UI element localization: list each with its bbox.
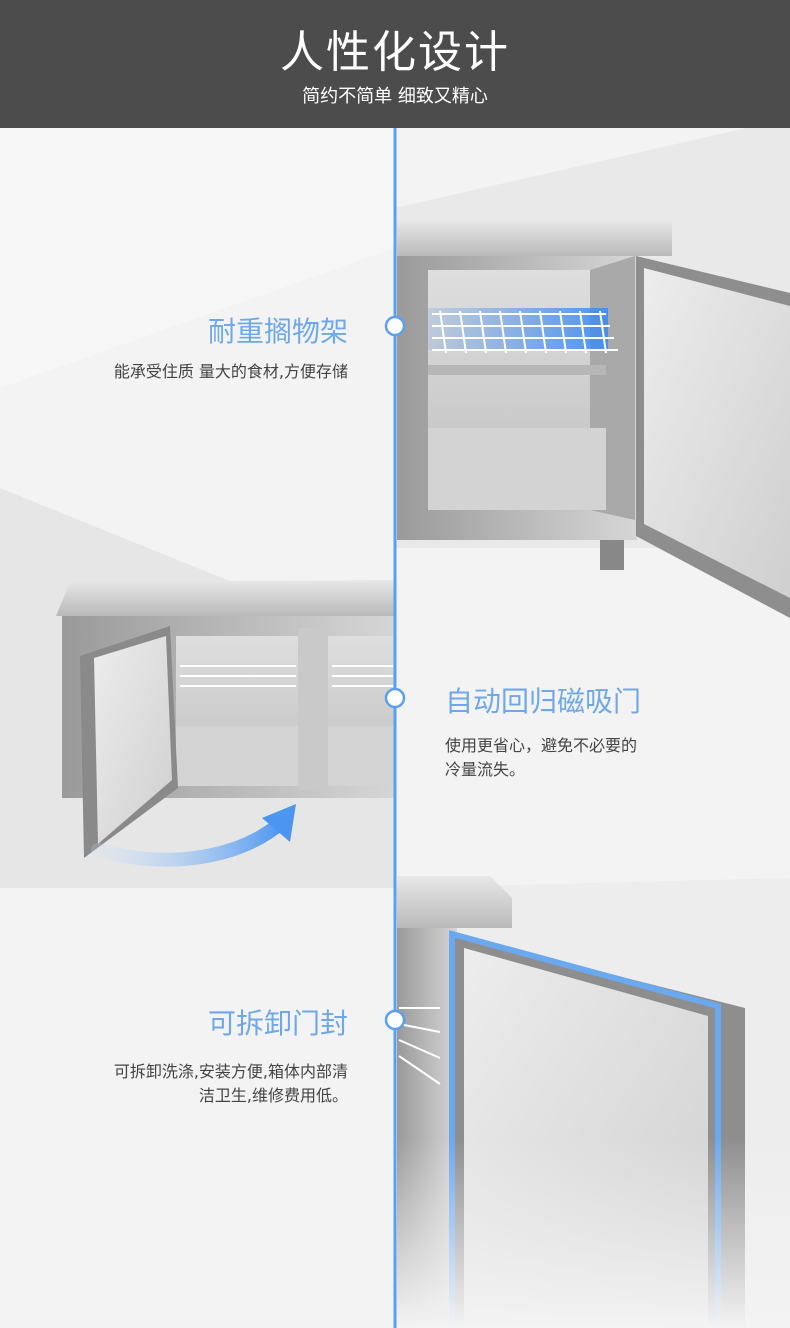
desc-line: 使用更省心，避免不必要的 bbox=[445, 736, 638, 755]
feature-title-magnetic-door: 自动回归磁吸门 bbox=[445, 685, 642, 718]
desc-line: 可拆卸洗涤,安装方便,箱体内部清 bbox=[113, 1062, 348, 1081]
feature-title-door-seal: 可拆卸门封 bbox=[207, 1007, 348, 1040]
page-subtitle: 简约不简单 细致又精心 bbox=[302, 86, 488, 107]
feature-desc-magnetic-door: 使用更省心，避免不必要的 冷量流失。 bbox=[445, 734, 765, 782]
showcase-illustration bbox=[0, 128, 790, 1328]
desc-line: 能承受住质 量大的食材,方便存储 bbox=[113, 362, 348, 381]
fridge-door-seal bbox=[397, 876, 790, 1328]
fridge-double-door bbox=[56, 580, 395, 867]
timeline-dot bbox=[384, 687, 406, 709]
feature-desc-door-seal: 可拆卸洗涤,安装方便,箱体内部清 洁卫生,维修费用低。 bbox=[28, 1060, 348, 1108]
timeline-dot bbox=[384, 1009, 406, 1031]
bg-plane bbox=[0, 128, 395, 388]
desc-line: 冷量流失。 bbox=[445, 760, 526, 779]
product-showcase: 耐重搁物架 能承受住质 量大的食材,方便存储 自动回归磁吸门 使用更省心，避免不… bbox=[0, 128, 790, 1328]
page-title: 人性化设计 bbox=[280, 27, 510, 78]
feature-title-shelf: 耐重搁物架 bbox=[207, 315, 348, 348]
desc-line: 洁卫生,维修费用低。 bbox=[198, 1086, 348, 1105]
timeline-dot bbox=[384, 315, 406, 337]
feature-desc-shelf: 能承受住质 量大的食材,方便存储 bbox=[28, 360, 348, 384]
fridge-open-shelf bbox=[397, 220, 790, 618]
page-header: 人性化设计 简约不简单 细致又精心 bbox=[0, 0, 790, 128]
